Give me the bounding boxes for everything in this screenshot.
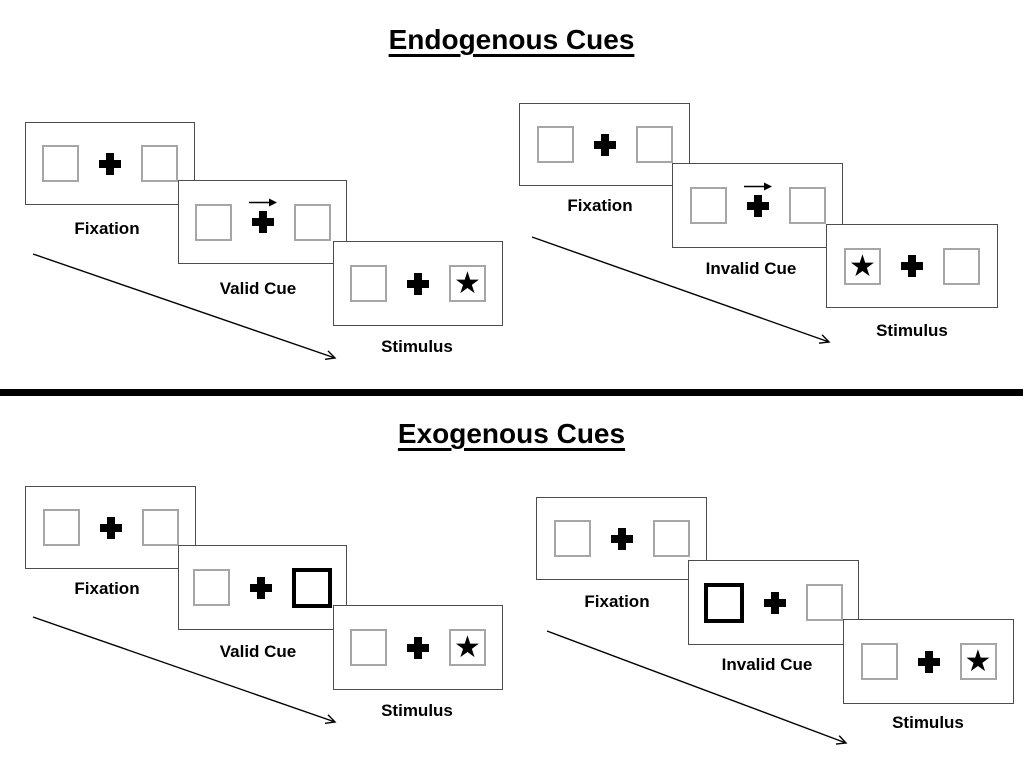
fixation-screen — [25, 122, 195, 205]
left-placeholder-box — [553, 520, 591, 557]
valid-cue-screen — [178, 180, 347, 264]
fixation-cross-icon — [593, 133, 616, 156]
left-placeholder-box — [42, 509, 80, 546]
valid-cue-screen — [178, 545, 347, 630]
fixation-cross-icon — [610, 527, 633, 550]
panel-label-stimulus: Stimulus — [381, 701, 453, 720]
stimulus-screen: ★ — [826, 224, 998, 308]
panel-label-fixation: Fixation — [74, 219, 140, 238]
fixation-cross-icon — [407, 636, 429, 659]
target-star-icon: ★ — [454, 630, 481, 665]
right-placeholder-box — [141, 509, 179, 546]
panel-label-stimulus: Stimulus — [381, 337, 453, 356]
left-placeholder-box — [193, 569, 230, 606]
time-arrow-endogenous-valid — [32, 253, 335, 358]
right-placeholder-box — [293, 203, 331, 241]
time-arrow-exogenous-valid — [32, 616, 335, 722]
left-placeholder-box — [194, 203, 232, 241]
panel-label-fixation: Fixation — [584, 592, 650, 611]
right-placeholder-box — [806, 584, 843, 621]
right-placeholder-box — [943, 247, 980, 285]
stimulus-screen: ★ — [843, 619, 1014, 704]
panel-label-valid-cue: Valid Cue — [219, 279, 297, 298]
fixation-cross-icon — [917, 650, 940, 673]
target-star-icon: ★ — [964, 644, 992, 679]
fixation-screen — [25, 486, 196, 569]
left-highlighted-cue-box — [704, 582, 744, 623]
target-star-icon: ★ — [849, 248, 876, 284]
right-placeholder-box — [141, 145, 178, 182]
stimulus-screen: ★ — [333, 241, 503, 326]
cue-arrow-right-icon — [743, 182, 772, 190]
invalid-cue-screen — [672, 163, 843, 248]
exogenous-title-text: Exogenous Cues — [397, 418, 626, 449]
right-target-box: ★ — [959, 643, 997, 680]
right-target-box: ★ — [449, 629, 486, 666]
right-placeholder-box — [635, 126, 673, 163]
panel-label-invalid-cue: Invalid Cue — [721, 655, 813, 674]
left-placeholder-box — [536, 126, 574, 163]
panel-label-fixation: Fixation — [74, 579, 140, 598]
fixation-cross-icon — [99, 152, 121, 175]
fixation-screen — [536, 497, 707, 580]
left-placeholder-box — [689, 187, 727, 224]
left-placeholder-box — [350, 629, 387, 666]
fixation-cross-icon — [746, 194, 769, 217]
panel-label-invalid-cue: Invalid Cue — [705, 259, 797, 278]
endogenous-title-text: Endogenous Cues — [388, 24, 635, 55]
time-arrow-exogenous-invalid — [546, 630, 846, 743]
invalid-cue-screen — [688, 560, 859, 645]
time-arrow-endogenous-invalid — [531, 236, 829, 342]
fixation-cross-icon — [251, 211, 274, 233]
section-divider-line — [0, 389, 1023, 396]
left-target-box: ★ — [844, 247, 881, 285]
panel-label-stimulus: Stimulus — [876, 321, 948, 340]
right-highlighted-cue-box — [292, 567, 332, 608]
right-target-box: ★ — [449, 265, 486, 302]
fixation-cross-icon — [99, 516, 122, 539]
fixation-cross-icon — [407, 272, 429, 295]
left-placeholder-box — [42, 145, 79, 182]
fixation-cross-icon — [250, 576, 272, 599]
fixation-screen — [519, 103, 690, 186]
panel-label-fixation: Fixation — [567, 196, 633, 215]
left-placeholder-box — [350, 265, 387, 302]
cue-arrow-right-icon — [248, 198, 277, 207]
fixation-cross-icon — [764, 591, 786, 614]
stimulus-screen: ★ — [333, 605, 503, 690]
endogenous-section-title: Endogenous Cues — [0, 24, 1023, 56]
target-star-icon: ★ — [454, 266, 481, 301]
left-placeholder-box — [860, 643, 898, 680]
panel-label-valid-cue: Valid Cue — [219, 642, 297, 661]
right-placeholder-box — [788, 187, 826, 224]
fixation-cross-icon — [901, 255, 923, 277]
exogenous-section-title: Exogenous Cues — [0, 418, 1023, 450]
right-placeholder-box — [652, 520, 690, 557]
panel-label-stimulus: Stimulus — [892, 713, 964, 732]
